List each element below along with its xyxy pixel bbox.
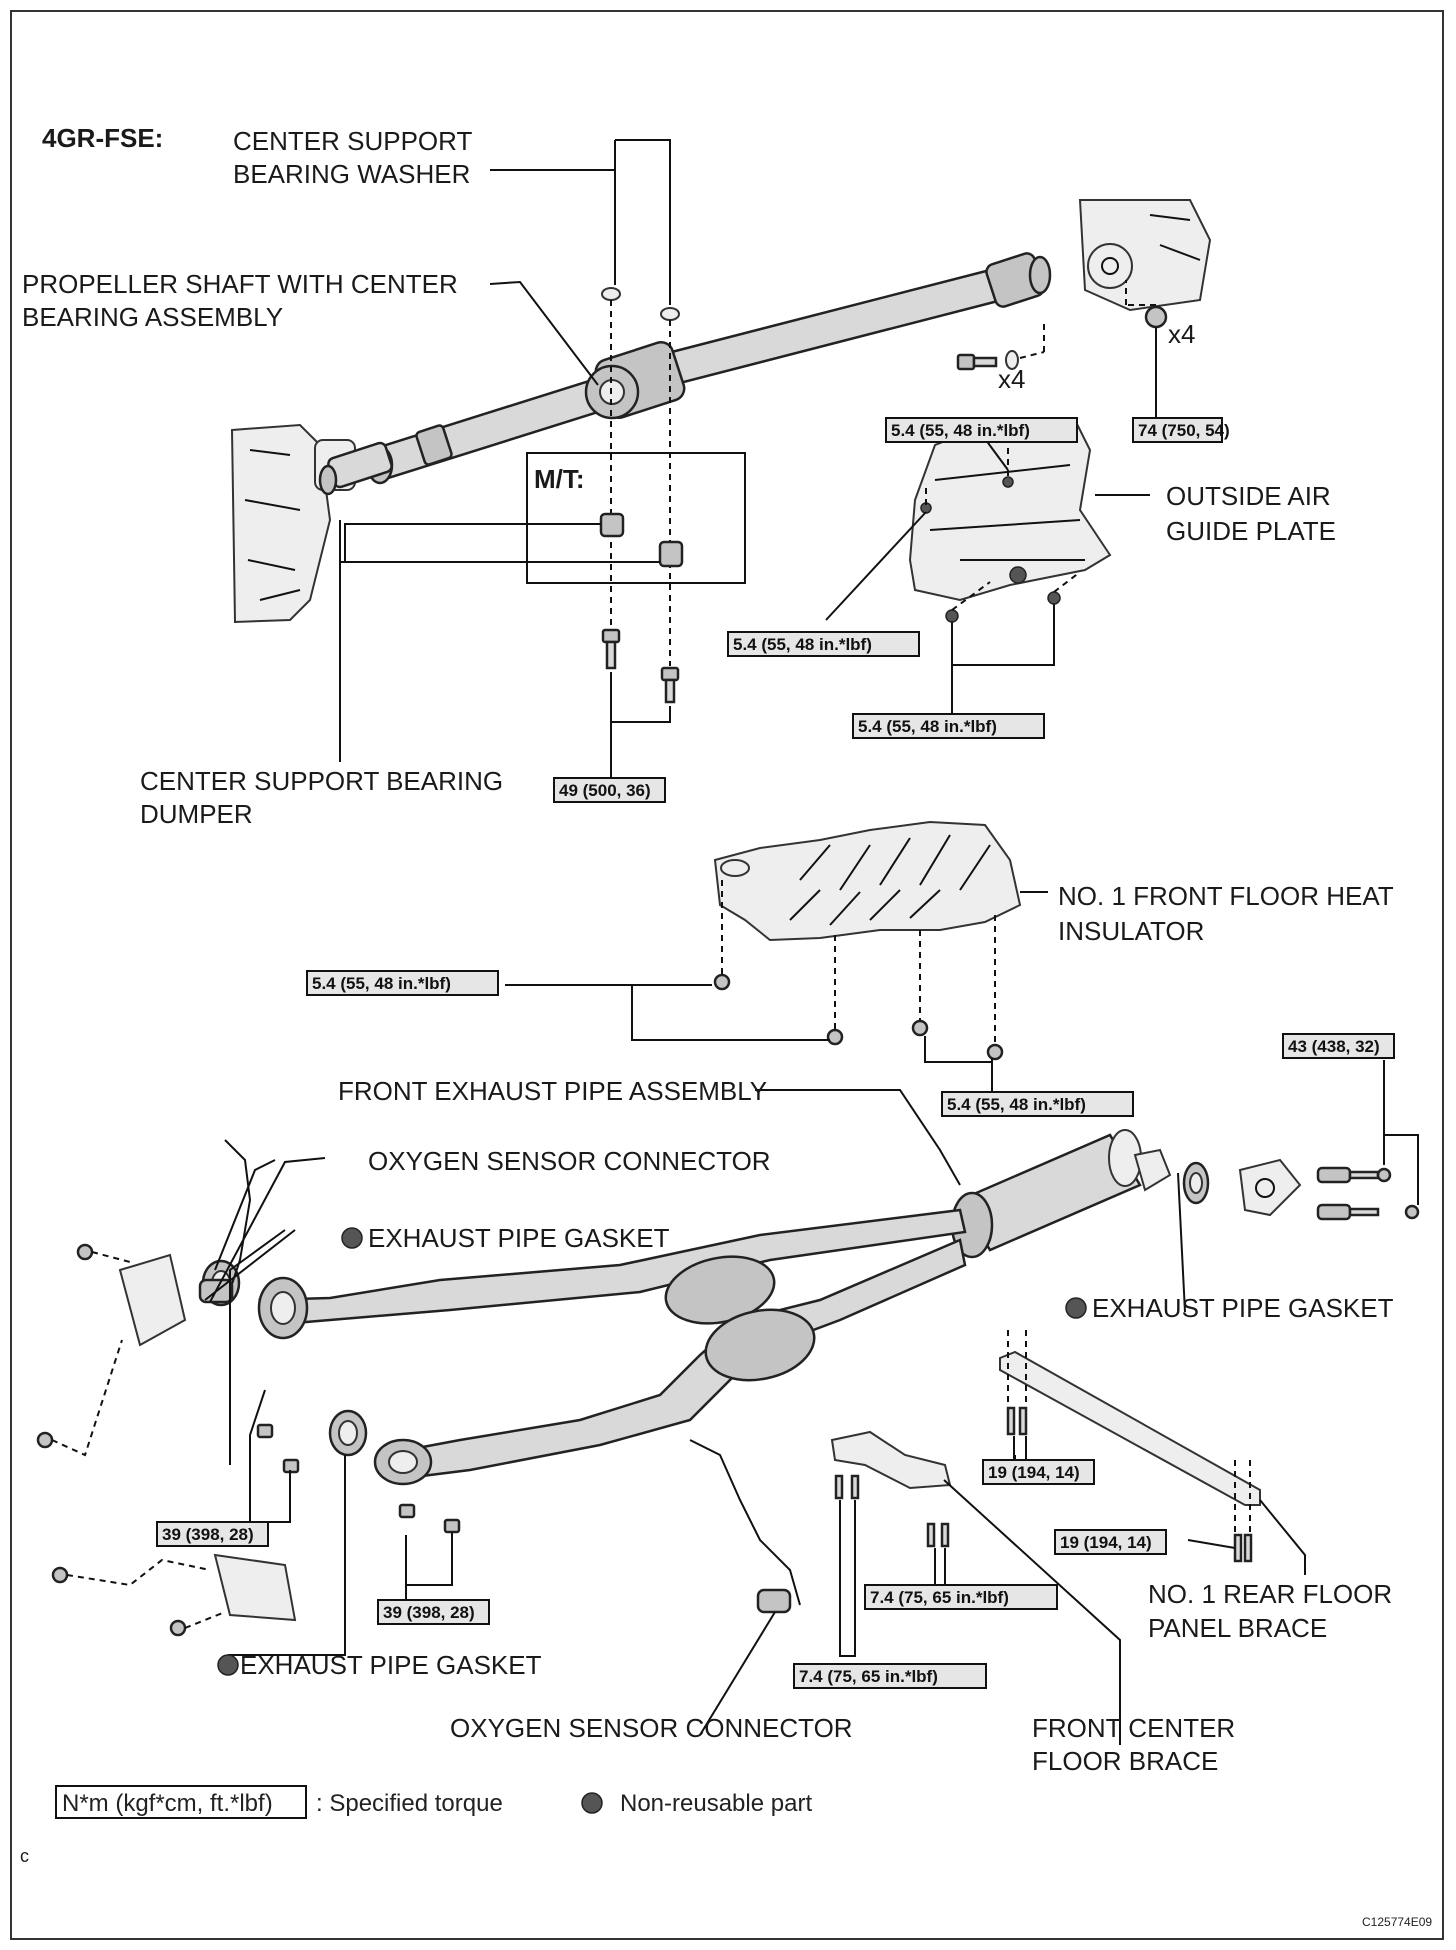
engine-code: 4GR-FSE: (42, 123, 163, 153)
torque-label: 39 (398, 28) (383, 1603, 475, 1622)
label-rear-floor-brace: NO. 1 REAR FLOOR (1148, 1579, 1392, 1609)
legend-torque-format: N*m (kgf*cm, ft.*lbf) (62, 1790, 273, 1817)
torque-box (727, 631, 920, 657)
torque-label: 5.4 (55, 48 in.*lbf) (312, 974, 451, 993)
torque-box (864, 1584, 1058, 1610)
torque-box (941, 1091, 1134, 1117)
nonreusable-marker-icon (581, 1792, 603, 1814)
rear-flange (1238, 1158, 1420, 1221)
dumper-icon (599, 512, 625, 538)
torque-label: 5.4 (55, 48 in.*lbf) (733, 635, 872, 654)
label-air-guide-plate-2: GUIDE PLATE (1166, 516, 1336, 546)
torque-box (982, 1459, 1095, 1485)
front-exhaust-pipe (257, 1129, 1172, 1486)
legend-torque-box (55, 1785, 307, 1819)
propeller-shaft (318, 252, 1052, 496)
bolt-icon (256, 1423, 461, 1534)
washer-icon (601, 287, 621, 301)
torque-box (885, 417, 1078, 443)
label-oxygen-sensor-top: OXYGEN SENSOR CONNECTOR (368, 1146, 771, 1176)
x4-label: x4 (1168, 319, 1195, 349)
torque-label: 43 (438, 32) (1288, 1037, 1380, 1056)
torque-label: 39 (398, 28) (162, 1525, 254, 1544)
diagram-frame (10, 10, 1444, 1940)
corner-mark: c (20, 1846, 29, 1866)
torque-label: 7.4 (75, 65 in.*lbf) (870, 1588, 1009, 1607)
torque-box (852, 713, 1045, 739)
mt-group-box (526, 452, 746, 584)
torque-box (1054, 1529, 1167, 1555)
label-heat-insulator-2: INSULATOR (1058, 916, 1204, 946)
label-bearing-dumper-2: DUMPER (140, 799, 253, 829)
torque-box (553, 777, 666, 803)
label-front-exhaust-pipe: FRONT EXHAUST PIPE ASSEMBLY (338, 1076, 767, 1106)
mt-label: M/T: (534, 464, 585, 494)
label-bearing-dumper: CENTER SUPPORT BEARING (140, 766, 503, 796)
label-center-support-washer-2: BEARING WASHER (233, 159, 470, 189)
label-gasket-top: EXHAUST PIPE GASKET (368, 1223, 670, 1253)
nonreusable-marker-icon (217, 1654, 239, 1676)
label-center-support-washer: CENTER SUPPORT (233, 126, 472, 156)
gasket-icon (338, 1420, 358, 1446)
torque-box (156, 1521, 269, 1547)
label-propeller-shaft-2: BEARING ASSEMBLY (22, 302, 283, 332)
torque-box (377, 1599, 490, 1625)
label-rear-floor-brace-2: PANEL BRACE (1148, 1613, 1327, 1643)
label-gasket-bottom: EXHAUST PIPE GASKET (240, 1650, 542, 1680)
label-oxygen-sensor-bottom: OXYGEN SENSOR CONNECTOR (450, 1713, 853, 1743)
label-front-center-brace-2: FLOOR BRACE (1032, 1746, 1218, 1776)
torque-box (306, 970, 499, 996)
label-gasket-right: EXHAUST PIPE GASKET (1092, 1293, 1394, 1323)
label-propeller-shaft: PROPELLER SHAFT WITH CENTER (22, 269, 458, 299)
torque-label: 5.4 (55, 48 in.*lbf) (858, 717, 997, 736)
gasket-icon (1189, 1172, 1203, 1194)
dumper-icon (658, 540, 684, 568)
torque-label: 49 (500, 36) (559, 781, 651, 800)
torque-label: 7.4 (75, 65 in.*lbf) (799, 1667, 938, 1686)
torque-box (793, 1663, 987, 1689)
figure-code: C125774E09 (1362, 1915, 1432, 1929)
bolt-icon (601, 628, 680, 704)
air-guide-plate (908, 418, 1112, 623)
legend-torque-text: : Specified torque (316, 1790, 503, 1817)
torque-box (1132, 417, 1223, 443)
nonreusable-marker-icon (341, 1227, 363, 1249)
torque-label: 5.4 (55, 48 in.*lbf) (947, 1095, 1086, 1114)
torque-label: 74 (750, 54) (1138, 421, 1230, 440)
bolt-icon (956, 320, 1045, 371)
label-air-guide-plate: OUTSIDE AIR (1166, 481, 1331, 511)
legend-nonreusable: Non-reusable part (620, 1790, 812, 1817)
washer-icon (660, 307, 680, 321)
x4-label: x4 (998, 364, 1025, 394)
front-center-floor-brace (830, 1430, 952, 1548)
torque-label: 19 (194, 14) (1060, 1533, 1152, 1552)
transmission-icon (230, 423, 356, 624)
torque-label: 5.4 (55, 48 in.*lbf) (891, 421, 1030, 440)
nut-icon (1125, 280, 1168, 418)
nonreusable-marker-icon (1065, 1297, 1087, 1319)
label-front-center-brace: FRONT CENTER (1032, 1713, 1235, 1743)
label-heat-insulator: NO. 1 FRONT FLOOR HEAT (1058, 881, 1394, 911)
torque-box (1282, 1033, 1395, 1059)
torque-label: 19 (194, 14) (988, 1463, 1080, 1482)
heat-insulator (713, 820, 1022, 942)
exhaust-manifold-left (36, 1243, 297, 1637)
differential-icon (1078, 199, 1212, 312)
oxygen-sensor-bottom (689, 1439, 801, 1614)
